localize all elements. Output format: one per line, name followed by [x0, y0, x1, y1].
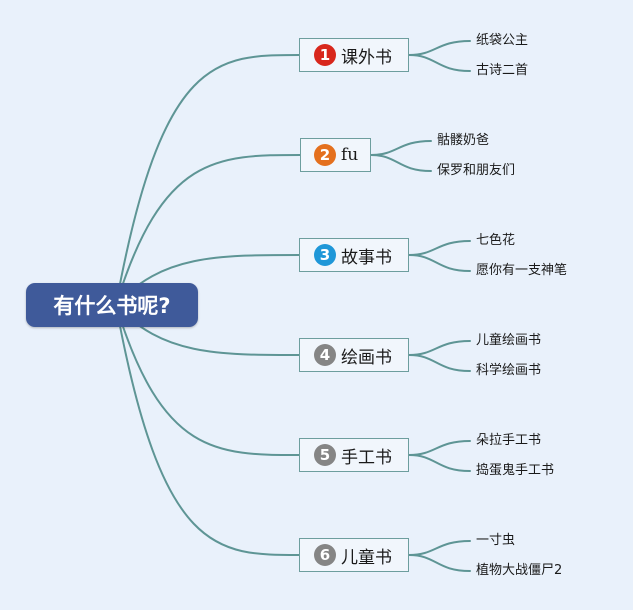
- number-badge-4: 4: [314, 344, 336, 366]
- leaf-topic-2-1[interactable]: 骷髅奶爸: [437, 133, 490, 148]
- leaf-line-2-2: [370, 154, 432, 172]
- leaf-line-4-2: [408, 354, 471, 372]
- leaf-line-4-1: [408, 340, 471, 356]
- leaf-topic-3-1[interactable]: 七色花: [476, 233, 516, 248]
- leaf-line-6-2: [408, 554, 471, 572]
- branch-topic-6[interactable]: 6 儿童书: [299, 538, 409, 572]
- leaf-topic-5-1[interactable]: 朵拉手工书: [476, 433, 542, 448]
- leaf-topic-6-2[interactable]: 植物大战僵尸2: [476, 563, 563, 578]
- leaf-topic-5-2[interactable]: 捣蛋鬼手工书: [476, 463, 555, 478]
- leaf-line-3-2: [408, 254, 471, 272]
- leaf-topic-1-1[interactable]: 纸袋公主: [476, 33, 529, 48]
- leaf-topic-1-2[interactable]: 古诗二首: [476, 63, 529, 78]
- branch-topic-3[interactable]: 3 故事书: [299, 238, 409, 272]
- number-badge-5: 5: [314, 444, 336, 466]
- leaf-topic-6-1[interactable]: 一寸虫: [476, 533, 516, 548]
- leaf-line-5-1: [408, 440, 471, 456]
- number-badge-3: 3: [314, 244, 336, 266]
- leaf-line-1-2: [408, 54, 471, 72]
- branch-topic-2[interactable]: 2 fu: [300, 138, 371, 172]
- leaf-topic-4-1[interactable]: 儿童绘画书: [476, 333, 542, 348]
- leaf-topic-3-2[interactable]: 愿你有一支神笔: [476, 263, 568, 278]
- branch-label-6: 儿童书: [341, 547, 392, 568]
- number-badge-6: 6: [314, 544, 336, 566]
- branch-topic-4[interactable]: 4 绘画书: [299, 338, 409, 372]
- root-branch-line-2: [115, 154, 301, 306]
- leaf-line-3-1: [408, 240, 471, 256]
- branch-label-1: 课外书: [341, 47, 392, 68]
- number-badge-2: 2: [314, 144, 336, 166]
- root-branch-line-6: [115, 304, 300, 556]
- root-branch-line-1: [115, 54, 300, 306]
- branch-label-4: 绘画书: [341, 347, 392, 368]
- branch-topic-1[interactable]: 1 课外书: [299, 38, 409, 72]
- root-branch-line-5: [115, 304, 300, 456]
- leaf-line-5-2: [408, 454, 471, 472]
- leaf-topic-2-2[interactable]: 保罗和朋友们: [437, 163, 516, 178]
- root-topic-label: 有什么书呢?: [53, 294, 171, 318]
- leaf-line-6-1: [408, 540, 471, 556]
- leaf-line-1-1: [408, 40, 471, 56]
- leaf-line-2-1: [370, 140, 432, 156]
- root-topic[interactable]: 有什么书呢?: [26, 283, 198, 327]
- branch-topic-5[interactable]: 5 手工书: [299, 438, 409, 472]
- leaf-topic-4-2[interactable]: 科学绘画书: [476, 363, 542, 378]
- branch-label-2: fu: [341, 145, 359, 165]
- number-badge-1: 1: [314, 44, 336, 66]
- branch-label-5: 手工书: [341, 447, 392, 468]
- branch-label-3: 故事书: [341, 247, 392, 268]
